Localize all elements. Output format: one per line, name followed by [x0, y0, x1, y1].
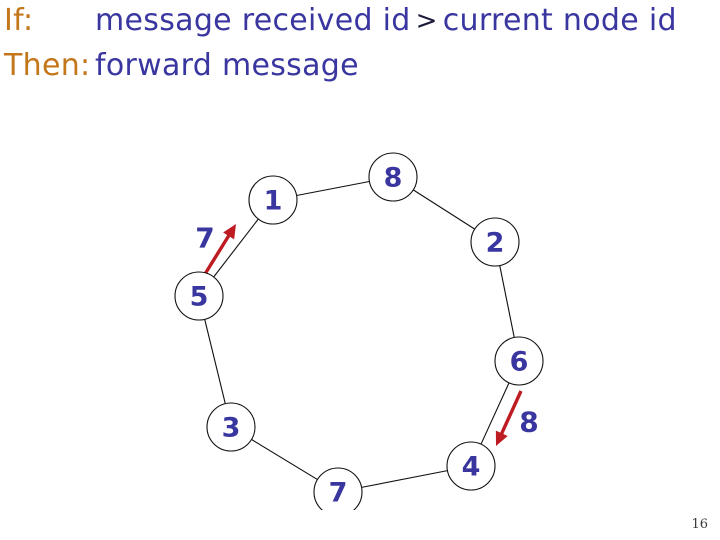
- message-arrow-shaft-7: [203, 232, 232, 275]
- ring-node-4: 4: [446, 441, 496, 491]
- ring-node-2: 2: [470, 217, 520, 267]
- node-circle-1: [248, 175, 298, 225]
- ring-node-1: 1: [248, 175, 298, 225]
- ring-edge-5-1: [213, 218, 259, 278]
- node-label-8: 8: [384, 163, 403, 194]
- ring-node-5: 5: [174, 271, 224, 321]
- message-label-layer: 78: [195, 222, 538, 439]
- edge-layer: [204, 180, 515, 488]
- message-arrow-head-7: [223, 224, 236, 240]
- node-label-3: 3: [222, 413, 241, 444]
- node-circle-4: [446, 441, 496, 491]
- ring-edge-2-6: [499, 265, 515, 338]
- node-label-2: 2: [486, 228, 505, 259]
- if-keyword: If:: [4, 3, 34, 38]
- page-number: 16: [691, 517, 708, 532]
- ring-node-6: 6: [494, 336, 544, 386]
- node-label-7: 7: [329, 478, 348, 509]
- condition-lhs: message received id: [95, 3, 411, 38]
- node-layer: 1 8 2 6 4 7 3 5: [174, 152, 544, 510]
- action-text: forward message: [95, 48, 359, 83]
- ring-edge-3-5: [204, 319, 226, 404]
- condition-rhs: current node id: [442, 3, 677, 38]
- greater-than-operator-icon: >: [415, 6, 438, 36]
- node-circle-6: [494, 336, 544, 386]
- node-label-6: 6: [510, 347, 529, 378]
- message-label-7: 7: [195, 222, 214, 255]
- message-arrow-layer: [203, 224, 523, 446]
- message-label-8: 8: [519, 406, 538, 439]
- rule-statement: If: message received id>current node id T…: [0, 0, 720, 100]
- rule-action-line: Then:forward message: [0, 49, 720, 83]
- ring-node-7: 7: [313, 467, 363, 510]
- rule-condition-line: If: message received id>current node id: [0, 4, 720, 39]
- node-circle-3: [206, 402, 256, 452]
- then-keyword: Then:: [4, 48, 91, 83]
- ring-node-3: 3: [206, 402, 256, 452]
- ring-edge-1-8: [296, 180, 370, 197]
- ring-edge-4-7: [361, 470, 448, 488]
- node-circle-5: [174, 271, 224, 321]
- node-circle-8: [368, 152, 418, 202]
- message-arrow-shaft-8: [499, 390, 523, 437]
- node-label-1: 1: [264, 186, 283, 217]
- ring-edge-7-3: [251, 438, 318, 481]
- node-label-4: 4: [462, 452, 481, 483]
- ring-node-8: 8: [368, 152, 418, 202]
- message-arrow-head-8: [495, 430, 508, 446]
- node-circle-7: [313, 467, 363, 510]
- ring-edge-6-4: [480, 382, 510, 445]
- node-circle-2: [470, 217, 520, 267]
- node-label-5: 5: [190, 282, 209, 313]
- ring-edge-8-2: [412, 189, 476, 230]
